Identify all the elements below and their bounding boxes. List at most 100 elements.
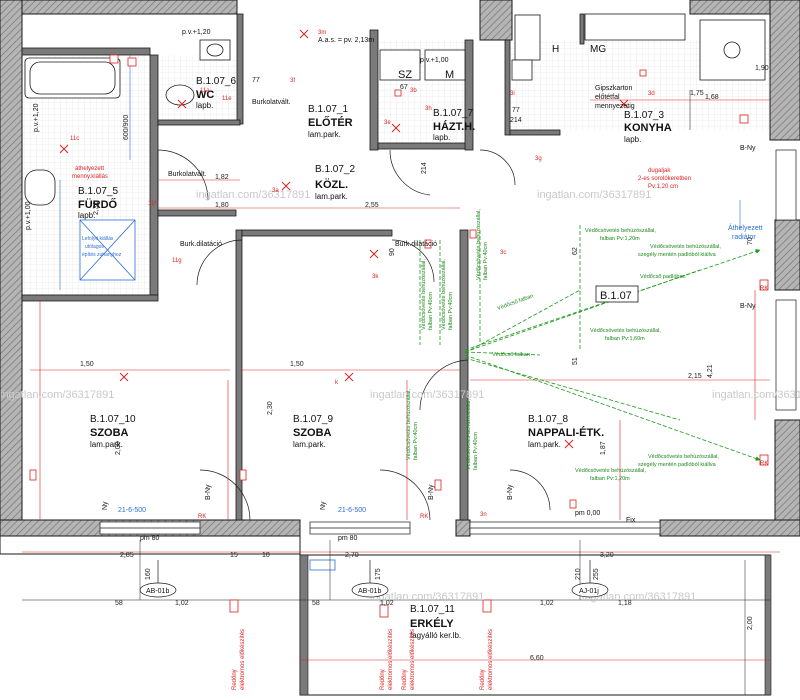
tag-11e: 11e — [222, 96, 232, 102]
tag-3n: 3n — [480, 512, 487, 518]
menny-line2: menny.kiállás — [72, 174, 108, 180]
sz-label: SZ — [398, 69, 412, 81]
room-floor-konyha: lapb. — [624, 135, 641, 144]
ny-1: Ny — [102, 501, 109, 510]
bny-1: B-Ny — [740, 145, 756, 152]
tag-3f: 3f — [290, 78, 295, 84]
green-conduits — [419, 225, 761, 461]
room-floor-wc: lapb. — [196, 101, 213, 110]
dim-214b: 214 — [510, 117, 522, 124]
green-note-2b: szegély mentén padlóból kiállva — [638, 252, 717, 258]
watermark: ingatlan.com/36317891 — [0, 389, 114, 401]
dim-67: 67 — [400, 84, 408, 91]
room-name-wc: WC — [196, 89, 214, 101]
section-aj01j: AJ-01j — [579, 588, 599, 595]
radiator-line2: radiátor — [732, 234, 756, 241]
kiallas-3: építés zuhanyhoz — [82, 252, 122, 258]
section-ab01b-1: AB-01b — [146, 588, 169, 595]
dim-182: 1,82 — [215, 174, 229, 181]
green-note-4b: falban Pv:1,20m — [590, 476, 630, 482]
windows — [99, 149, 797, 535]
room-code-furdo: B.1.07_5 — [78, 186, 118, 197]
redony-2b: elektromos előkészítés — [388, 629, 394, 690]
vert-note-3a: Védőcsövetés behúzószállal, — [476, 209, 482, 280]
dim-231: 2,31 — [93, 201, 100, 215]
radiator-line1: Áthelyezett — [728, 223, 763, 232]
dim-58a: 58 — [115, 600, 123, 607]
watermark: ingatlan.com/36317891 — [712, 389, 800, 401]
dim-77a: 77 — [252, 77, 260, 84]
dim-58b: 58 — [312, 600, 320, 607]
bny-2: B-Ny — [740, 303, 756, 310]
cso-padlban: Védőcső padlóban — [640, 274, 686, 280]
gipszkarton-line2: előtétfal — [595, 94, 620, 101]
blue-dimension-lines — [59, 55, 741, 290]
green-notes: Védőcsövetés behúzószállal, falban Pv:1,… — [406, 209, 721, 482]
fix-label: Fix — [626, 517, 636, 524]
symbol-tags: 3a 3b 3c 3d 3e 3f 3g 3h 3i 3k 3n 3m 11a … — [70, 30, 655, 518]
doors — [157, 149, 551, 521]
tag-k: k — [335, 380, 339, 386]
watermark: ingatlan.com/36317891 — [582, 591, 696, 603]
room-code-nappali: B.1.07_8 — [528, 414, 568, 425]
vert-note-4b: falban Pv:40cm — [413, 422, 419, 460]
tag-11a: 11a — [200, 88, 210, 94]
dim-90: 90 — [389, 248, 396, 256]
room-name-hazt: HÁZT.H. — [433, 120, 475, 133]
dim-214a: 214 — [421, 162, 428, 174]
dim-255b: 255 — [593, 568, 600, 580]
dim-10: 10 — [262, 552, 270, 559]
dim-600: 600/900 — [123, 115, 130, 140]
room-code-kozl: B.1.07_2 — [315, 164, 355, 175]
tag-3m: 3m — [318, 30, 326, 36]
dim-77b: 77 — [512, 107, 520, 114]
dim-200a: 2,00 — [115, 441, 122, 455]
red-dimension-lines — [22, 99, 780, 661]
tag-3e: 3e — [384, 120, 391, 126]
fixtures — [24, 14, 766, 281]
tag-11c: 11c — [70, 136, 79, 142]
green-note-5a: Védőcsövetés behúzószállal, — [648, 454, 719, 460]
pm80-2: pm 80 — [338, 535, 358, 542]
green-note-1a: Védőcsövetés behúzószállal, — [585, 228, 656, 234]
green-note-5b: szegély mentén padlóból kiállva — [638, 462, 717, 468]
burkolatvalt-2: Burkolatvált. — [168, 171, 207, 178]
vert-note-1a: Védőcsövetés behúzószállal, — [421, 259, 427, 330]
apartment-id-box: B.1.07 — [595, 285, 639, 303]
wc-code-2: 21-6-500 — [338, 507, 366, 514]
inner-walls — [21, 13, 686, 521]
h-label: H — [552, 44, 559, 55]
apartment-id: B.1.07 — [600, 290, 632, 302]
tag-3b: 3b — [410, 88, 417, 94]
menny-line1: áthelyezett — [75, 166, 104, 172]
vert-note-2a: Védőcsövetés behúzószállal, — [441, 259, 447, 330]
dim-15: 15 — [230, 552, 238, 559]
dim-160: 160 — [145, 568, 152, 580]
room-floor-nappali: lam.park. — [528, 440, 561, 449]
dugaljak-3: Pv:1,20 cm — [648, 184, 678, 190]
redony-3b: elektromos előkészítés — [488, 629, 494, 690]
dim-200b: 2,00 — [747, 616, 754, 630]
burkolatvalt-1: Burkolatvált. — [252, 99, 291, 106]
pv-hazt: p.v.+1,00 — [420, 57, 449, 64]
dim-175b: 175 — [375, 568, 382, 580]
vert-note-1b: falban Pv:40cm — [428, 292, 434, 330]
vert-note-3b: falban Pv:40cm — [483, 242, 489, 280]
dim-102c: 1,02 — [540, 600, 554, 607]
dim-230: 2,30 — [267, 401, 274, 415]
kiallas-1: Lefolyó kiállás — [82, 236, 114, 242]
pv-furdo: p.v.+1,20 — [33, 103, 40, 132]
room-name-nappali: NAPPALI-ÉTK. — [528, 426, 604, 439]
vert-note-4a: Védőcsövetés behúzószállal, — [406, 389, 412, 460]
dim-270: 2,70 — [345, 552, 359, 559]
room-floor-kozl: lam.park. — [315, 192, 348, 201]
bny-4: B-Ny — [428, 484, 435, 500]
dugaljak-2: 2-es sorolókeretben — [638, 176, 691, 182]
tag-3a: 3a — [272, 188, 279, 194]
annotations: Gipszkarton előtétfal mennyezetig Áthely… — [25, 29, 768, 542]
tag-3c: 3c — [500, 250, 506, 256]
room-code-szoba9: B.1.07_9 — [293, 414, 333, 425]
green-note-3b: falban Pv:1,60m — [605, 336, 645, 342]
tag-11g: 11g — [172, 258, 182, 264]
vert-note-5b: falban Pv:40cm — [473, 432, 479, 470]
